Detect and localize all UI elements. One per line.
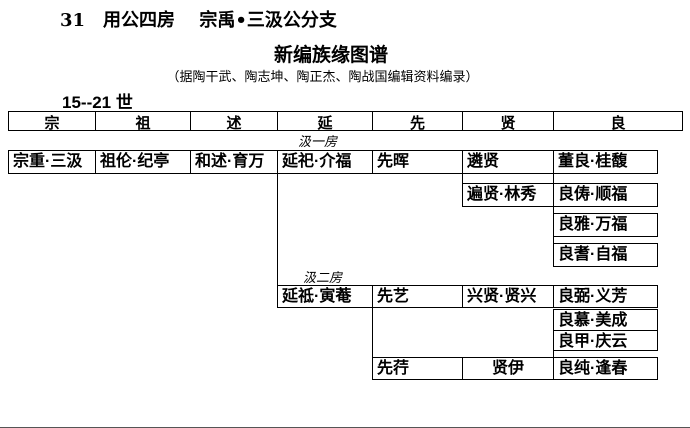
document-title: 新编族缘图谱 bbox=[273, 44, 388, 66]
column-header: 述 bbox=[190, 111, 278, 131]
tree-cell: 良甲·庆云 bbox=[553, 330, 658, 351]
generation-range: 15--21 世 bbox=[62, 93, 133, 112]
tree-cell: 董良·桂馥 bbox=[553, 150, 658, 174]
tree-cell: 良雅·万福 bbox=[553, 213, 658, 237]
connector-line bbox=[553, 350, 554, 358]
tree-cell: 遴贤 bbox=[462, 150, 554, 174]
column-header: 延 bbox=[277, 111, 373, 131]
column-header: 先 bbox=[372, 111, 463, 131]
source-note: （据陶干武、陶志坤、陶正杰、陶战国编辑资料编录） bbox=[166, 70, 479, 85]
tree-cell: 良慕·美成 bbox=[553, 309, 658, 331]
tree-cell: 良耆·自福 bbox=[553, 243, 658, 267]
column-header: 宗 bbox=[8, 111, 96, 131]
page-heading: 31 用公四房 宗禹•三汲公分支 bbox=[60, 10, 337, 31]
connector-line bbox=[372, 307, 373, 358]
tree-cell: 良弼·义芳 bbox=[553, 285, 658, 308]
tree-cell: 先荇 bbox=[372, 357, 463, 380]
tree-cell: 先艺 bbox=[372, 285, 463, 308]
tree-cell: 延祗·寅菴 bbox=[277, 285, 373, 308]
column-header: 祖 bbox=[95, 111, 191, 131]
tree-cell: 遍贤·林秀 bbox=[462, 183, 554, 207]
tree-cell: 和述·育万 bbox=[190, 150, 278, 174]
tree-cell: 贤伊 bbox=[462, 357, 554, 380]
connector-line bbox=[277, 173, 278, 286]
tree-cell: 良俦·顺福 bbox=[553, 183, 658, 207]
tree-cell: 宗重·三汲 bbox=[8, 150, 96, 174]
branch-label: 汲一房 bbox=[298, 135, 338, 150]
connector-line bbox=[462, 173, 463, 184]
column-header: 贤 bbox=[462, 111, 554, 131]
column-header: 良 bbox=[553, 111, 683, 131]
tree-cell: 延祀·介福 bbox=[277, 150, 373, 174]
tree-cell: 兴贤·贤兴 bbox=[462, 285, 554, 308]
tree-cell: 祖伦·纪亭 bbox=[95, 150, 191, 174]
connector-line bbox=[553, 173, 554, 244]
branch-label: 汲二房 bbox=[303, 271, 343, 286]
tree-cell: 良纯·逢春 bbox=[553, 357, 658, 380]
tree-cell: 先晖 bbox=[372, 150, 463, 174]
